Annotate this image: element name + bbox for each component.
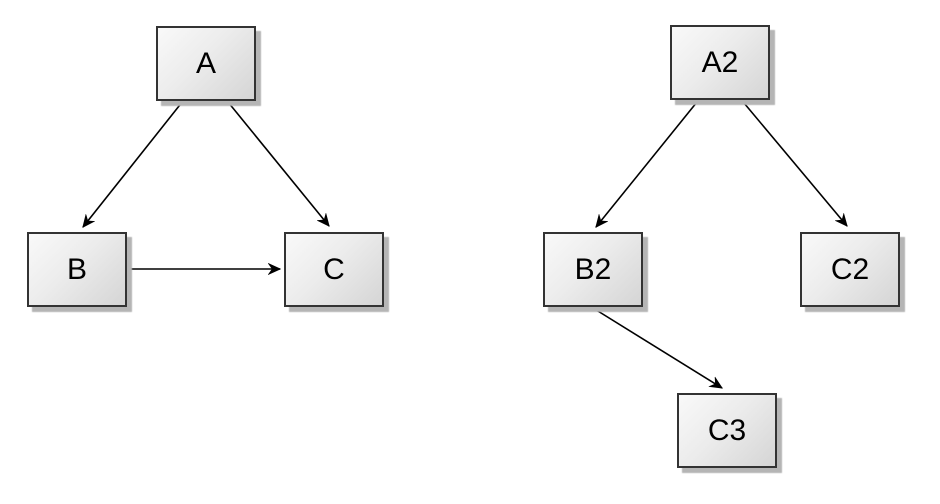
node-B2-label: B2 [574, 252, 612, 286]
edge-A2-to-C2 [743, 102, 847, 226]
node-A2-label: A2 [701, 45, 739, 79]
node-B2[interactable]: B2 [543, 232, 643, 307]
node-A-label: A [195, 46, 216, 80]
node-C2-label: C2 [830, 252, 870, 286]
node-C-label: C [323, 252, 345, 286]
node-C3-label: C3 [707, 413, 747, 447]
edge-A2-to-B2 [596, 101, 698, 227]
node-A[interactable]: A [156, 26, 256, 101]
edge-B2-to-C3 [592, 307, 722, 389]
node-C3[interactable]: C3 [677, 393, 777, 468]
node-B[interactable]: B [27, 232, 127, 307]
node-A2[interactable]: A2 [670, 25, 770, 100]
node-B-label: B [66, 252, 87, 286]
edge-A-to-C [227, 101, 329, 226]
edge-A-to-B [83, 100, 184, 227]
node-C[interactable]: C [284, 232, 384, 307]
node-C2[interactable]: C2 [800, 232, 900, 307]
